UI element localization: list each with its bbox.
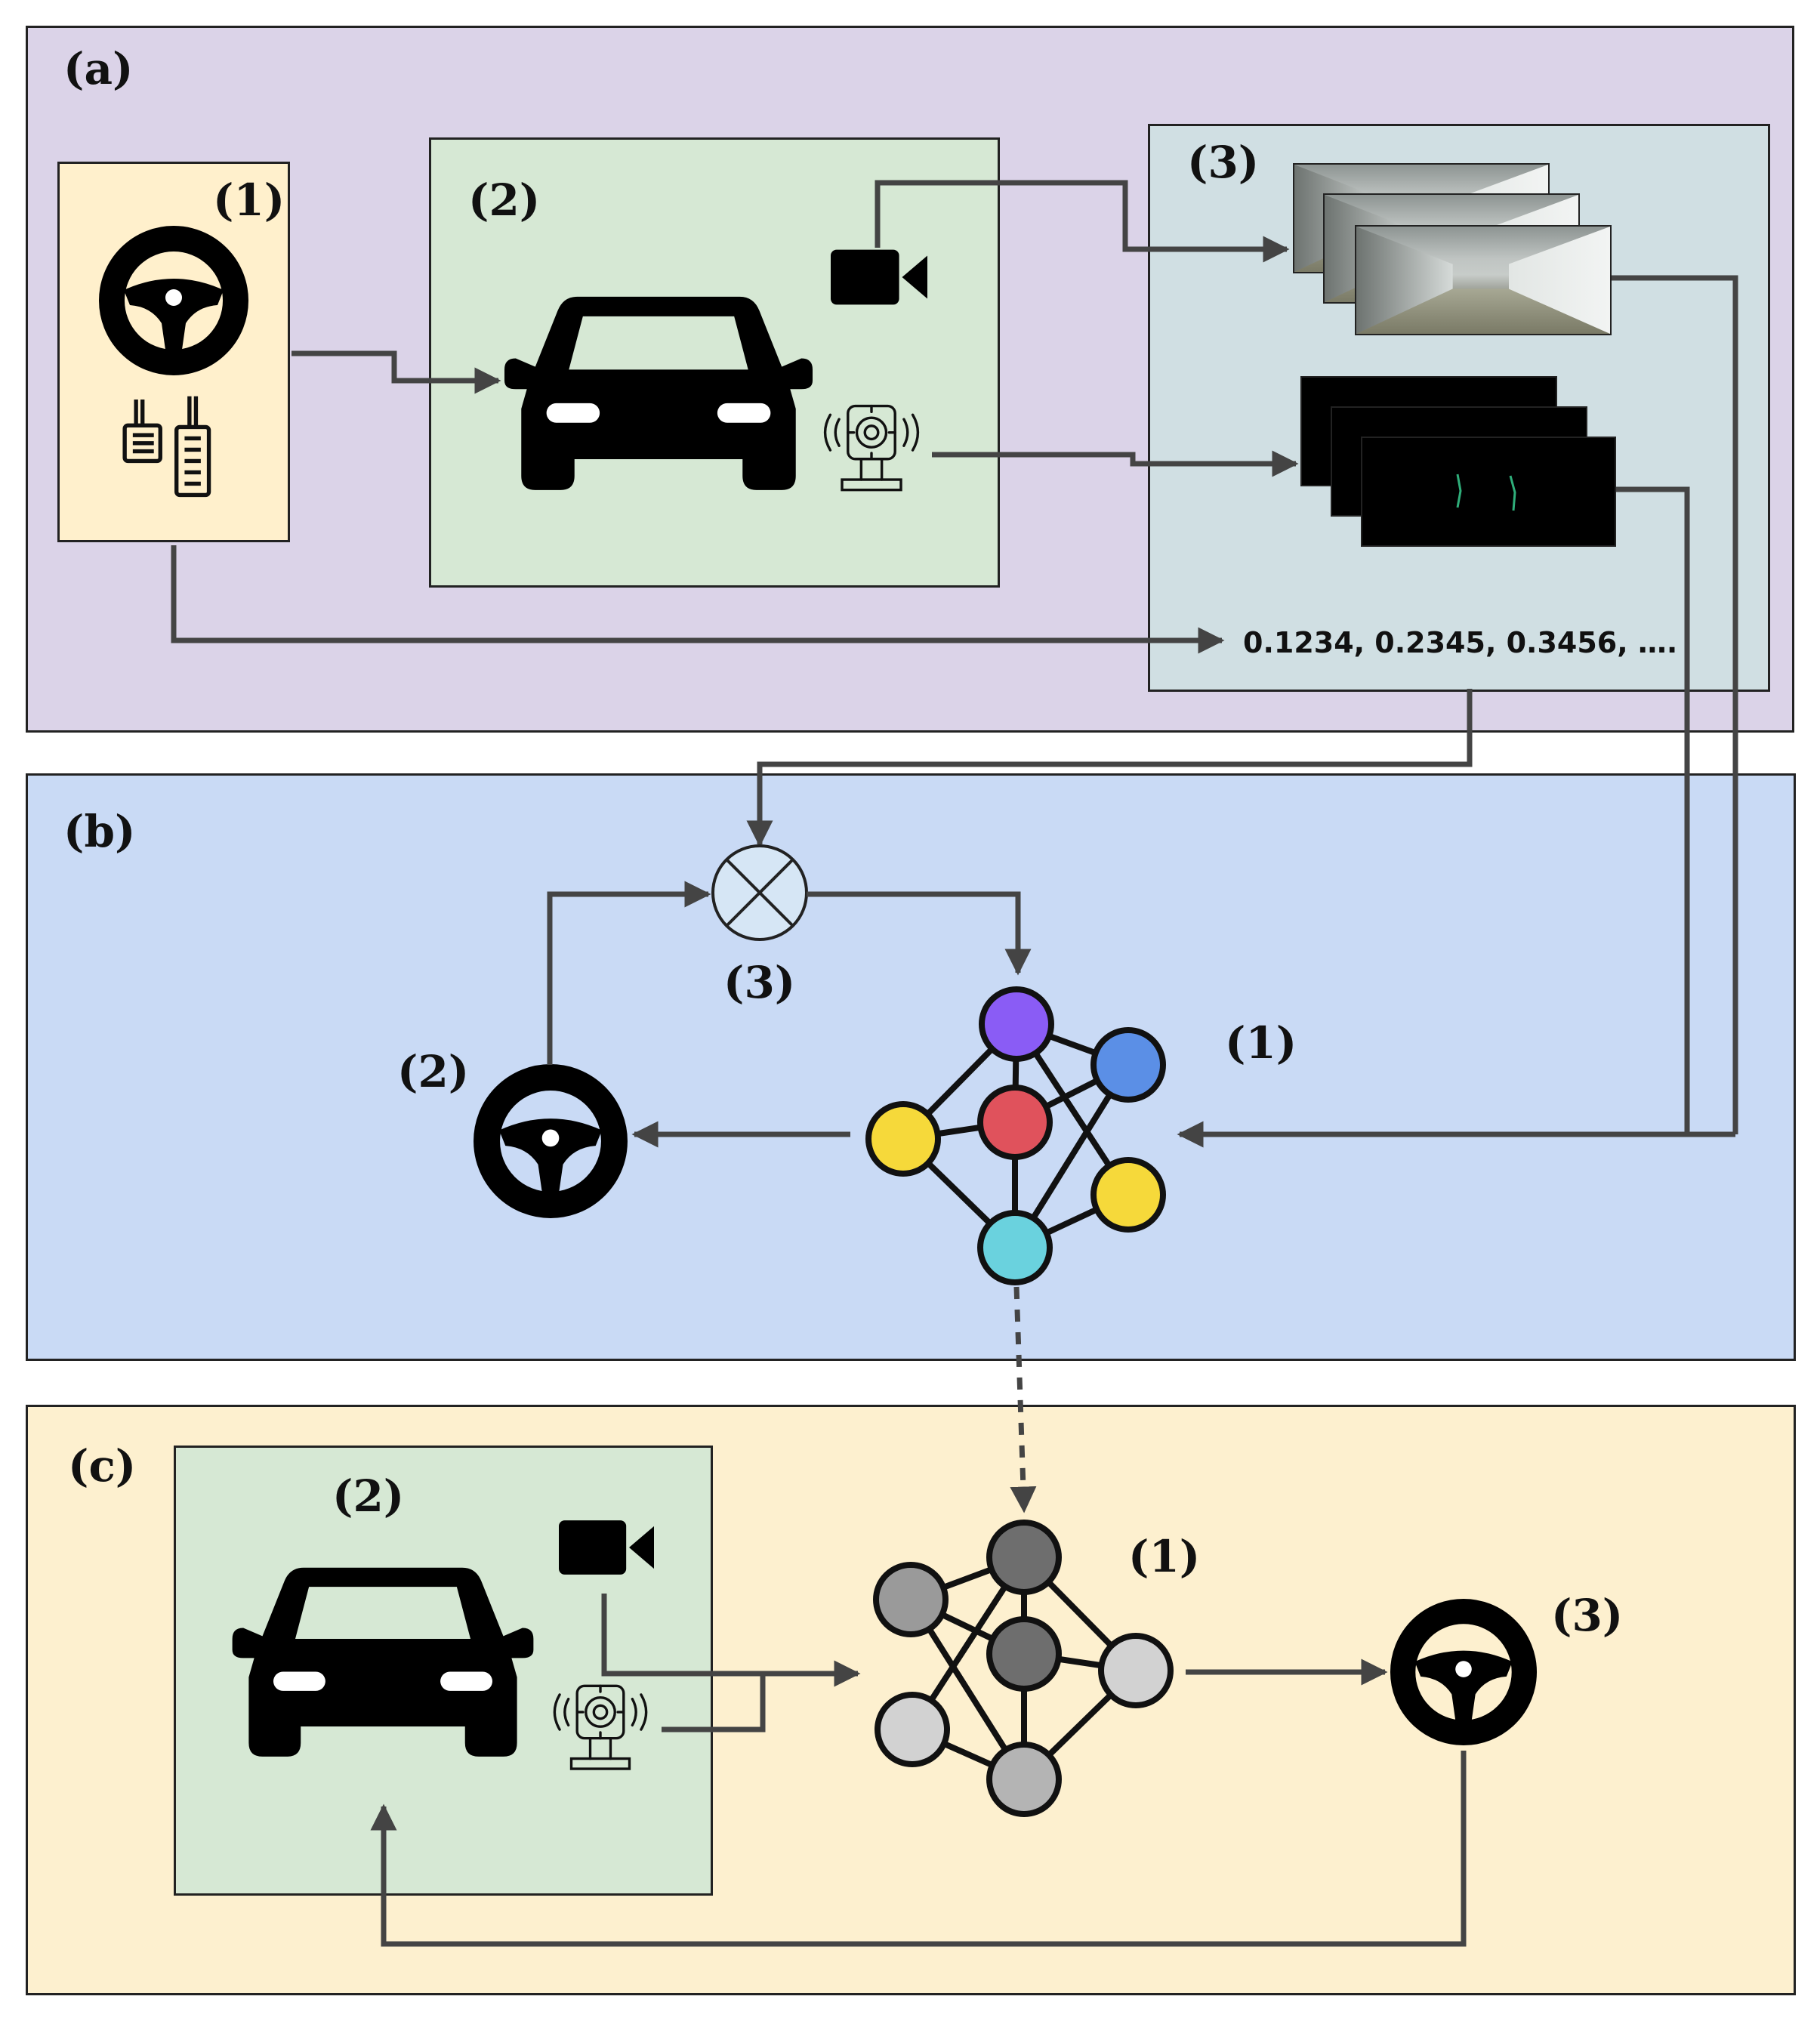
lidar-sensor-icon-c: [553, 1684, 648, 1770]
steering-label-c: (3): [1551, 1590, 1624, 1641]
lidar-points: [1456, 474, 1516, 511]
panel-b-label: (b): [63, 806, 136, 857]
line-camera-frames-down: [1612, 275, 1738, 1134]
panel-c-label: (c): [68, 1440, 137, 1492]
arrow-multiply-to-network: [807, 891, 1032, 976]
neural-network-icon-c: [873, 1520, 1174, 1817]
arrow-sequence-to-multiply: [746, 689, 1473, 847]
multiply-label: (3): [723, 957, 796, 1008]
multiply-operator-icon: [711, 844, 808, 941]
controls-box-label: (1): [213, 174, 285, 226]
line-lidar-to-network-c: [662, 1674, 766, 1733]
steering-label-b: (2): [397, 1046, 470, 1097]
panel-a-label: (a): [63, 43, 134, 94]
arrow-steering-to-vehicle-c: [370, 1751, 1467, 1947]
pedals-icon: [125, 396, 208, 495]
dataset-box-label: (3): [1187, 137, 1260, 188]
video-camera-icon: [831, 249, 927, 305]
car-icon: [504, 296, 813, 490]
vehicle-box-label: (2): [468, 174, 541, 226]
steering-wheel-icon-b: [487, 1078, 615, 1205]
steering-wheel-icon: [112, 239, 236, 363]
network-label-b: (1): [1225, 1017, 1297, 1069]
lidar-sensor-icon: [823, 404, 920, 492]
steering-wheel-icon-c: [1403, 1612, 1525, 1733]
neural-network-icon-b: [865, 986, 1166, 1285]
lidar-frame-3: [1361, 437, 1616, 547]
line-lidar-frames-down: [1616, 486, 1690, 1134]
camera-frame-3: [1355, 225, 1612, 335]
vehicle-label-c: (2): [332, 1470, 405, 1522]
panel-b: [26, 773, 1796, 1361]
arrow-controls-to-sequence: [171, 545, 1225, 654]
steering-value-sequence: 0.1234, 0.2345, 0.3456, ….: [1243, 626, 1678, 659]
arrow-lidar-to-frames: [932, 450, 1299, 477]
arrow-camera-to-frames: [875, 180, 1290, 263]
arrow-camera-to-network-c: [601, 1594, 861, 1687]
dotted-arrow-trained-network: [1010, 1286, 1037, 1513]
arrow-steering-to-multiply: [547, 881, 711, 1065]
network-label-c: (1): [1128, 1531, 1201, 1582]
arrow-controls-to-vehicle: [292, 350, 501, 394]
car-icon-c: [232, 1567, 534, 1757]
video-camera-icon-c: [559, 1520, 654, 1575]
